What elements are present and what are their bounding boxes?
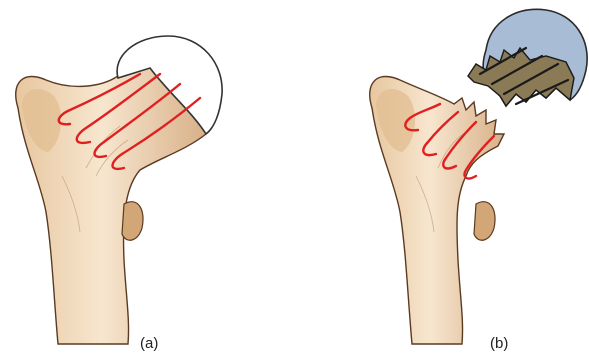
panel-b: (b): [370, 9, 587, 352]
panel-a: (a): [16, 36, 222, 352]
panel-label-b: (b): [490, 335, 508, 352]
lesser-trochanter-b: [474, 202, 495, 241]
panel-label-a: (a): [140, 335, 158, 352]
lesser-trochanter-a: [122, 202, 143, 241]
